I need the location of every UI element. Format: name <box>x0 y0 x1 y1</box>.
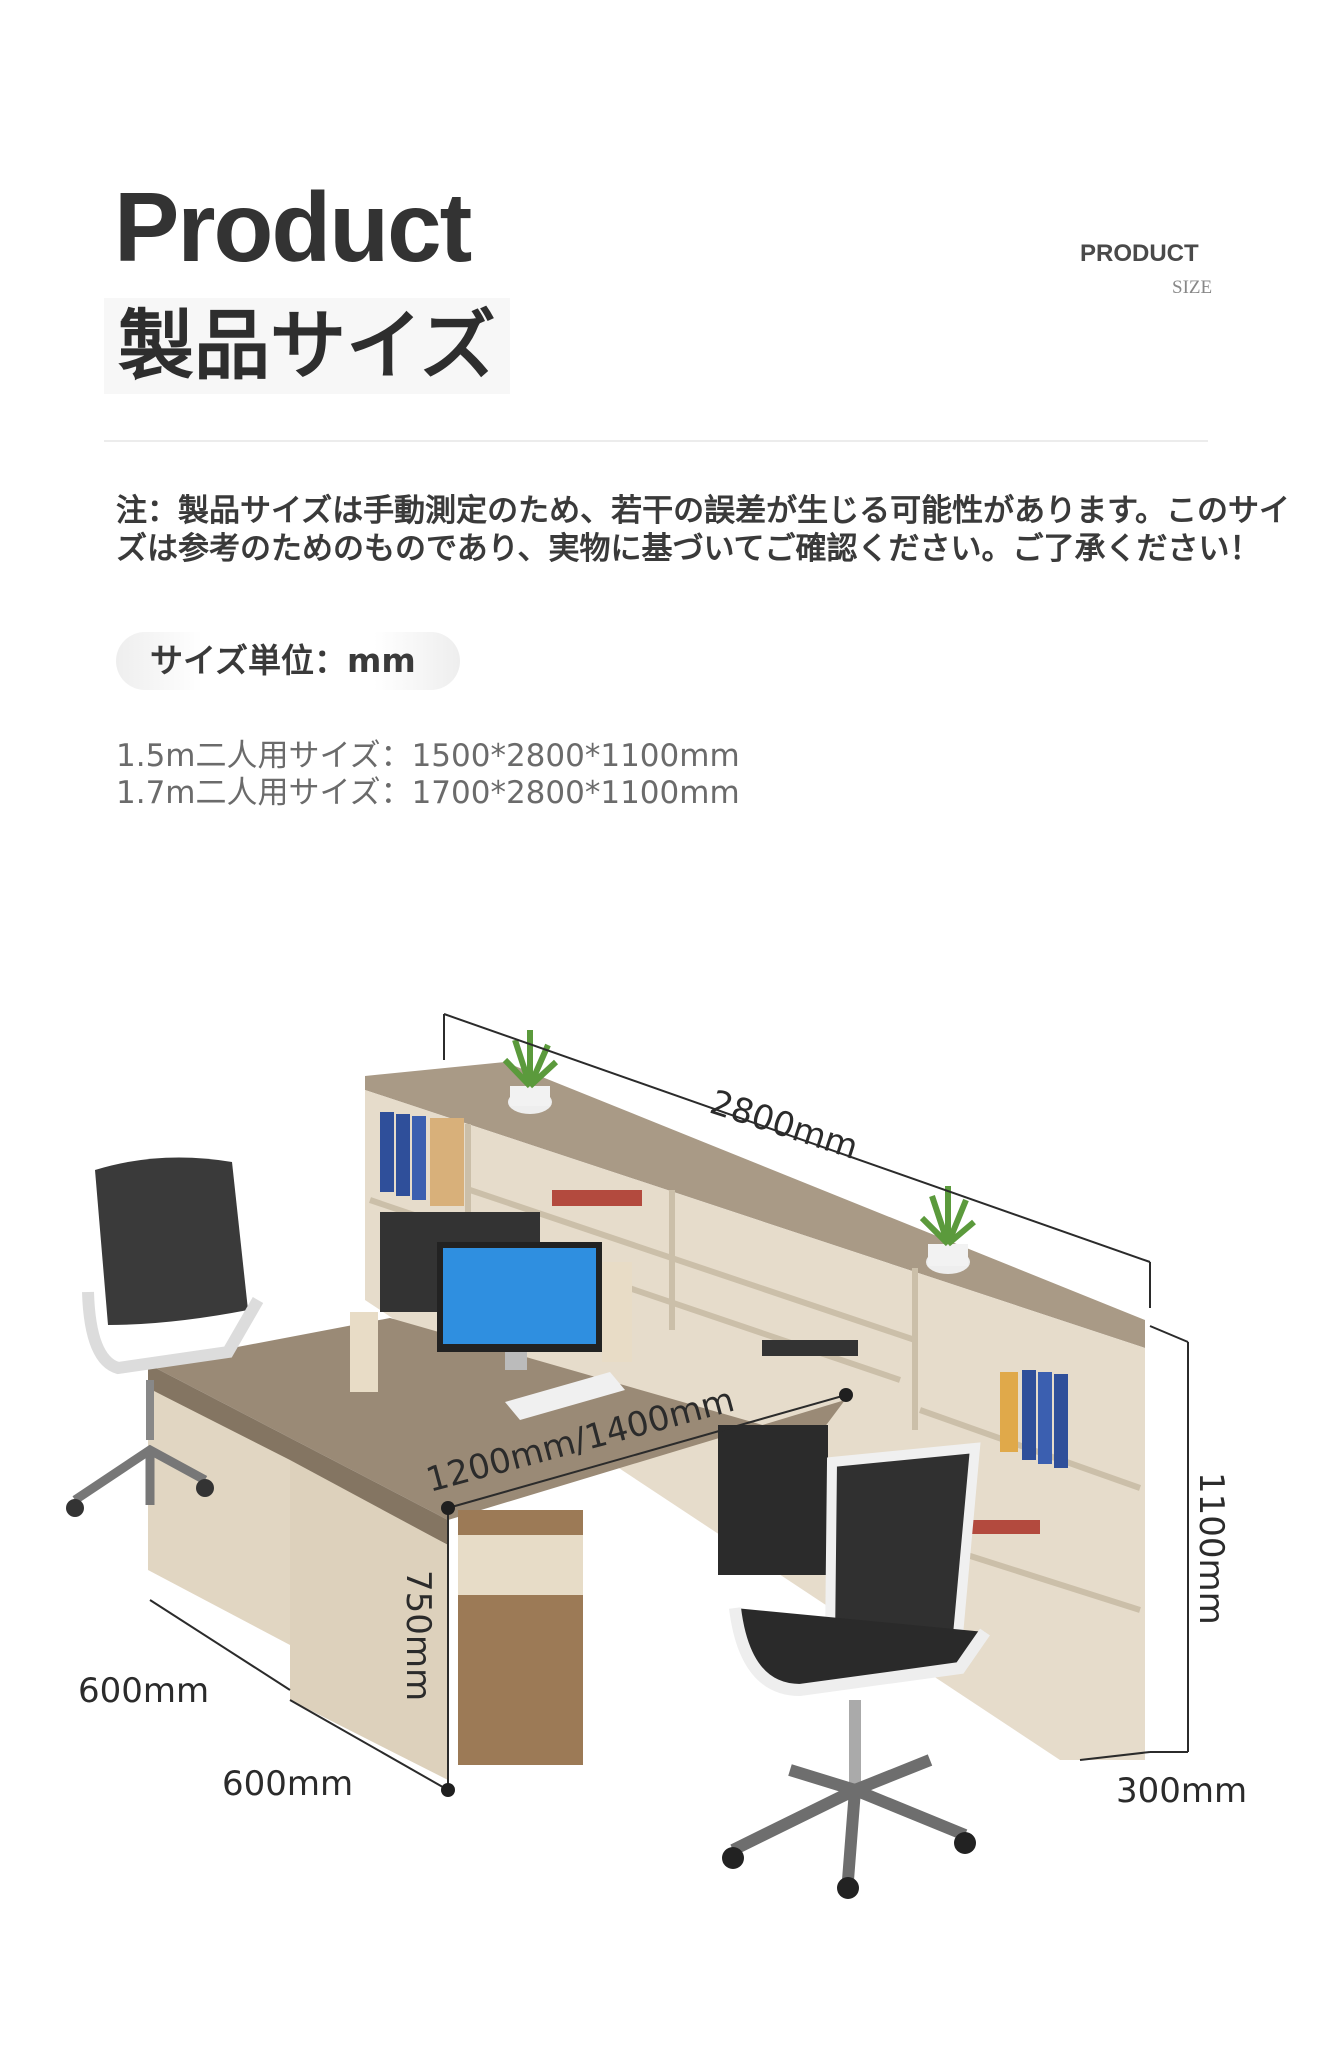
size-item: 1.7m二人用サイズ：1700*2800*1100mm <box>116 775 740 811</box>
desk-panel-left <box>148 1388 290 1645</box>
dimension-desk-height: 750mm <box>398 1570 438 1701</box>
corner-title: PRODUCT <box>1080 240 1199 267</box>
shelf-top <box>365 1062 1145 1348</box>
desk-panel-front <box>290 1460 448 1780</box>
page-title-en: Product <box>114 172 472 282</box>
divider <box>104 440 1208 442</box>
keyboard <box>505 1372 625 1420</box>
dimension-depth-b: 600mm <box>222 1764 353 1804</box>
dimension-cabinet-depth: 300mm <box>1116 1771 1247 1811</box>
size-list: 1.5m二人用サイズ：1500*2800*1100mm 1.7m二人用サイズ：1… <box>116 738 740 812</box>
page-title-jp: 製品サイズ <box>104 298 510 394</box>
desk-divider <box>350 1312 378 1392</box>
dimension-lines <box>149 1013 1189 1791</box>
dimension-depth-a: 600mm <box>78 1671 209 1711</box>
desk-top <box>148 1318 845 1520</box>
desk-illustration: 2800mm 1200mm/1400mm 1100mm 750mm 600mm … <box>66 1013 1247 1899</box>
books <box>380 1112 1068 1534</box>
unit-badge: サイズ単位：mm <box>116 632 460 690</box>
plant-left <box>502 1030 559 1114</box>
chair-left <box>66 1157 264 1517</box>
computer-case <box>718 1425 828 1575</box>
dimension-height: 1100mm <box>1191 1472 1231 1625</box>
corner-subtitle: SIZE <box>1172 277 1213 298</box>
plant-right <box>919 1186 976 1274</box>
monitor-front <box>437 1242 625 1420</box>
size-item: 1.5m二人用サイズ：1500*2800*1100mm <box>116 738 740 774</box>
measurement-note: 注：製品サイズは手動測定のため、若干の誤差が生じる可能性があります。このサイズは… <box>116 493 1290 567</box>
dimension-dots <box>441 1388 853 1797</box>
chair-right <box>722 1442 990 1899</box>
